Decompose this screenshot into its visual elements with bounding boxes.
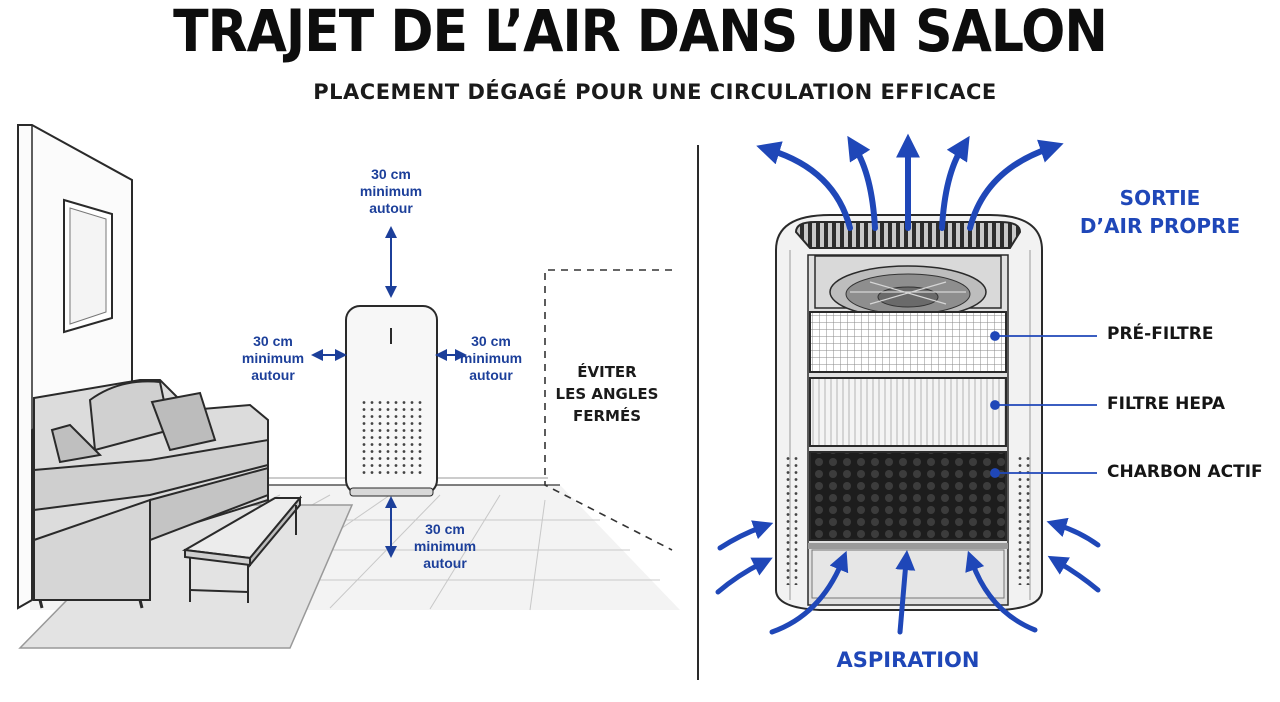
corner-note: ÉVITER LES ANGLES FERMÉS <box>552 361 662 427</box>
clearance-note-top: 30 cm minimum autour <box>346 166 436 217</box>
wall-frame <box>63 198 113 334</box>
label-line: SORTIE <box>1119 186 1201 210</box>
note-line: minimum <box>359 183 423 199</box>
clearance-note-bottom: 30 cm minimum autour <box>400 521 490 572</box>
note-line: FERMÉS <box>572 407 642 425</box>
note-line: autour <box>369 200 413 216</box>
room-scene <box>17 124 680 649</box>
coffee-table <box>181 495 303 603</box>
layer-label-hepa: FILTRE HEPA <box>1107 394 1226 414</box>
note-line: 30 cm <box>253 333 293 349</box>
purifier-cutaway <box>775 214 1097 611</box>
intake-arrows <box>715 517 1101 635</box>
clearance-note-right: 30 cm minimum autour <box>446 333 536 384</box>
page-title: TRAJET DE L’AIR DANS UN SALON <box>173 0 1108 66</box>
hepa-filter <box>809 377 1007 447</box>
corner-dashed-outline <box>544 269 673 551</box>
inlet-label: ASPIRATION <box>836 648 980 672</box>
clearance-note-left: 30 cm minimum autour <box>228 333 318 384</box>
layer-label-carbon: CHARBON ACTIF <box>1107 462 1263 482</box>
fan <box>814 255 1002 319</box>
note-line: ÉVITER <box>577 363 637 381</box>
outlet-arrows <box>756 133 1064 231</box>
sofa <box>33 379 269 609</box>
note-line: 30 cm <box>471 333 511 349</box>
note-line: autour <box>251 367 295 383</box>
note-line: 30 cm <box>425 521 465 537</box>
note-line: minimum <box>413 538 477 554</box>
note-line: autour <box>423 555 467 571</box>
layer-label-pre-filter: PRÉ-FILTRE <box>1107 324 1214 344</box>
note-line: LES ANGLES <box>555 385 659 403</box>
note-line: autour <box>469 367 513 383</box>
room-purifier <box>345 305 438 497</box>
page-subtitle: PLACEMENT DÉGAGÉ POUR UNE CIRCULATION EF… <box>313 80 997 104</box>
outlet-label: SORTIE D’AIR PROPRE <box>1070 184 1250 240</box>
note-line: 30 cm <box>371 166 411 182</box>
pre-filter <box>809 311 1007 373</box>
note-line: minimum <box>459 350 523 366</box>
carbon-filter <box>809 451 1007 541</box>
note-line: minimum <box>241 350 305 366</box>
label-line: D’AIR PROPRE <box>1079 214 1241 238</box>
